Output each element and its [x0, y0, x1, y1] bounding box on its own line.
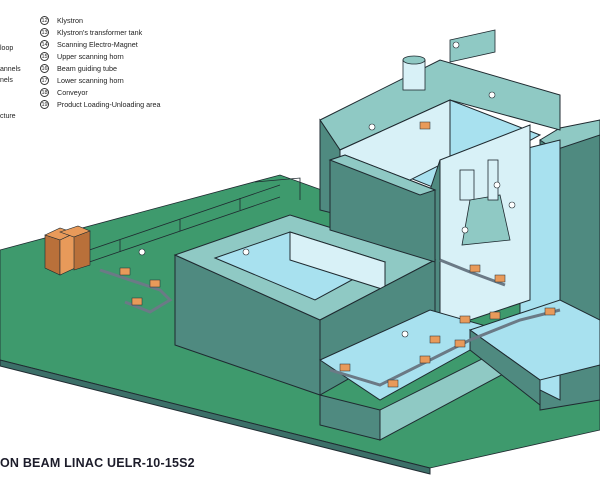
callout-marker: [138, 41, 516, 338]
legend-label: Upper scanning horn: [57, 52, 124, 61]
railing: [59, 177, 301, 273]
scanning-horn: [459, 159, 511, 246]
legend-number: 13: [40, 28, 49, 37]
legend-item: 15 Upper scanning horn: [40, 51, 124, 62]
page-title: ON BEAM LINAC UELR-10-15S2: [0, 456, 195, 470]
legend-fragment: loop: [0, 45, 14, 52]
maze-wall-top: [328, 154, 437, 196]
product-box: [119, 121, 556, 388]
product-box-stack: [44, 225, 91, 276]
legend-number: 17: [40, 76, 49, 85]
legend-item: 13 Klystron's transformer tank: [40, 27, 142, 38]
legend-label: Scanning Electro-Magnet: [57, 40, 138, 49]
legend-number: 18: [40, 88, 49, 97]
legend-label: Beam guiding tube: [57, 64, 117, 73]
legend-number: 16: [40, 64, 49, 73]
klystron-tank: [402, 29, 496, 91]
legend-fragment: annels: [0, 66, 21, 73]
legend-item: 17 Lower scanning horn: [40, 75, 124, 86]
ground-edge: [0, 359, 431, 475]
legend-item: 12 Klystron: [40, 15, 83, 26]
legend: loop annels nels cture 12 Klystron 13 Kl…: [0, 8, 260, 128]
legend-item: 14 Scanning Electro-Magnet: [40, 39, 138, 50]
legend-item: 18 Conveyor: [40, 87, 88, 98]
legend-fragment: nels: [0, 77, 13, 84]
legend-label: Lower scanning horn: [57, 76, 124, 85]
legend-label: Klystron: [57, 16, 83, 25]
right-bay-wall: [469, 329, 541, 407]
legend-number: 15: [40, 52, 49, 61]
legend-label: Klystron's transformer tank: [57, 28, 143, 37]
legend-fragment: cture: [0, 113, 16, 120]
legend-item: 16 Beam guiding tube: [40, 63, 117, 74]
legend-item: 19 Product Loading-Unloading area: [40, 99, 161, 110]
legend-number: 12: [40, 16, 49, 25]
legend-number: 14: [40, 40, 49, 49]
legend-number: 19: [40, 100, 49, 109]
legend-label: Product Loading-Unloading area: [57, 100, 161, 109]
legend-label: Conveyor: [57, 88, 88, 97]
